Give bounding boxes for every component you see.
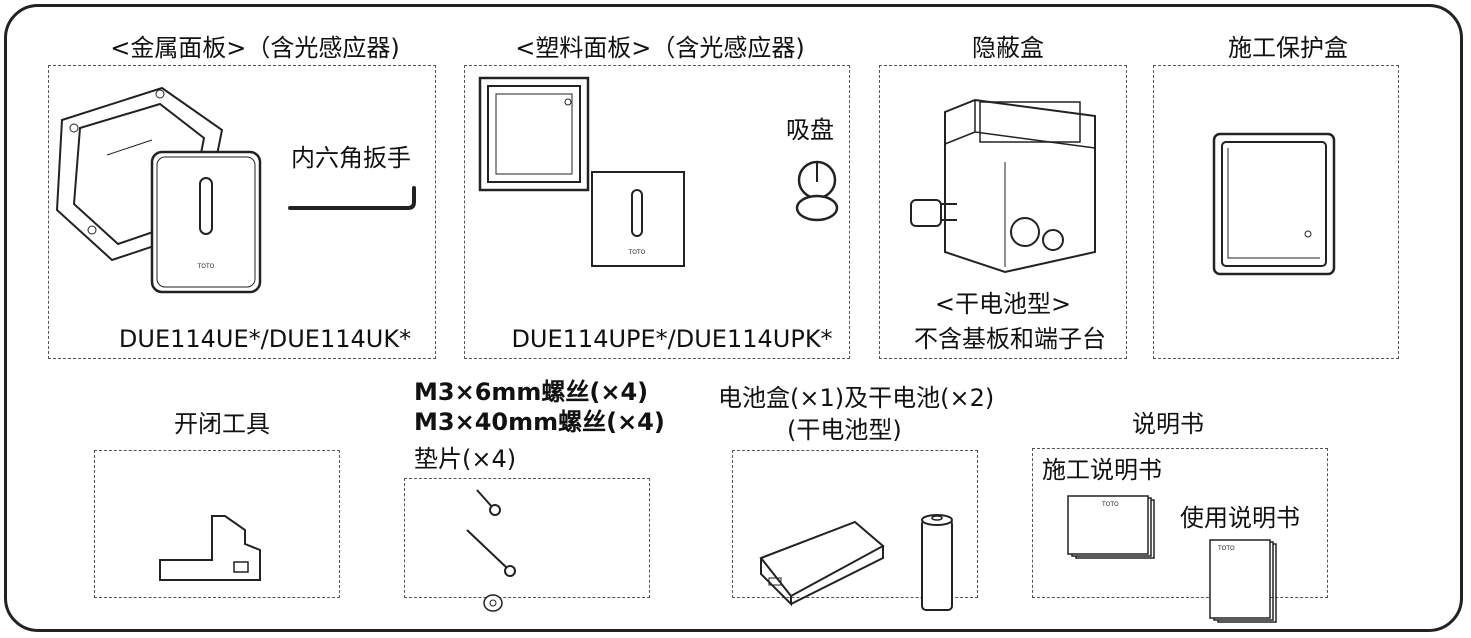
battery-box (732, 450, 978, 598)
svg-text:TOTO: TOTO (1101, 501, 1119, 508)
user-manual-label: 使用说明书 (1180, 504, 1300, 532)
plastic-panel-model: DUE114UPE*/DUE114UPK* (511, 325, 833, 353)
plastic-panel-sensor-icon: TOTO (590, 170, 688, 270)
suction-cup-icon (792, 152, 842, 222)
concealed-box-icon (905, 92, 1115, 282)
screws-line-2: M3×40mm螺丝(×4) (414, 408, 665, 436)
install-manual-label: 施工说明书 (1042, 456, 1162, 484)
screws-line-1: M3×6mm螺丝(×4) (414, 378, 649, 406)
user-manual-icon: TOTO (1206, 536, 1281, 626)
manuals-box (1032, 448, 1328, 598)
install-manual-icon: TOTO (1062, 490, 1157, 560)
protect-box-icon (1210, 130, 1340, 280)
screws-icon (455, 484, 525, 619)
concealed-box-note-1: <干电池型> (934, 290, 1072, 318)
metal-panel-model: DUE114UE*/DUE114UK* (118, 325, 412, 353)
svg-text:TOTO: TOTO (1217, 545, 1235, 552)
opener-tool-heading: 开闭工具 (174, 410, 270, 438)
plastic-mounting-frame-icon (476, 74, 594, 196)
concealed-box-box (879, 65, 1127, 359)
hex-wrench-icon (288, 186, 418, 216)
protect-box-heading: 施工保护盒 (1228, 34, 1348, 62)
metal-panel-box (48, 65, 436, 359)
concealed-box-heading: 隐蔽盒 (972, 34, 1044, 62)
svg-text:TOTO: TOTO (197, 263, 215, 270)
screws-box (404, 478, 650, 598)
metal-panel-heading: <金属面板>（含光感应器) (110, 34, 400, 62)
opener-tool-box (94, 450, 340, 598)
dry-battery-icon (918, 512, 958, 612)
manuals-heading: 说明书 (1132, 410, 1204, 438)
suction-cup-label: 吸盘 (786, 116, 834, 144)
battery-line-2: (干电池型) (787, 416, 902, 444)
plastic-panel-box (464, 65, 850, 359)
protect-box-box (1153, 65, 1399, 359)
plastic-panel-heading: <塑料面板>（含光感应器) (515, 34, 805, 62)
svg-text:TOTO: TOTO (628, 249, 646, 256)
hex-wrench-label: 内六角扳手 (291, 144, 411, 172)
battery-line-1: 电池盒(×1)及干电池(×2) (718, 384, 995, 412)
screws-line-3: 垫片(×4) (414, 445, 517, 473)
concealed-box-note-2: 不含基板和端子台 (914, 325, 1106, 353)
outer-frame (4, 4, 1463, 632)
metal-panel-sensor-icon: TOTO (148, 148, 266, 298)
opener-tool-icon (150, 510, 275, 590)
battery-case-icon (755, 518, 895, 608)
